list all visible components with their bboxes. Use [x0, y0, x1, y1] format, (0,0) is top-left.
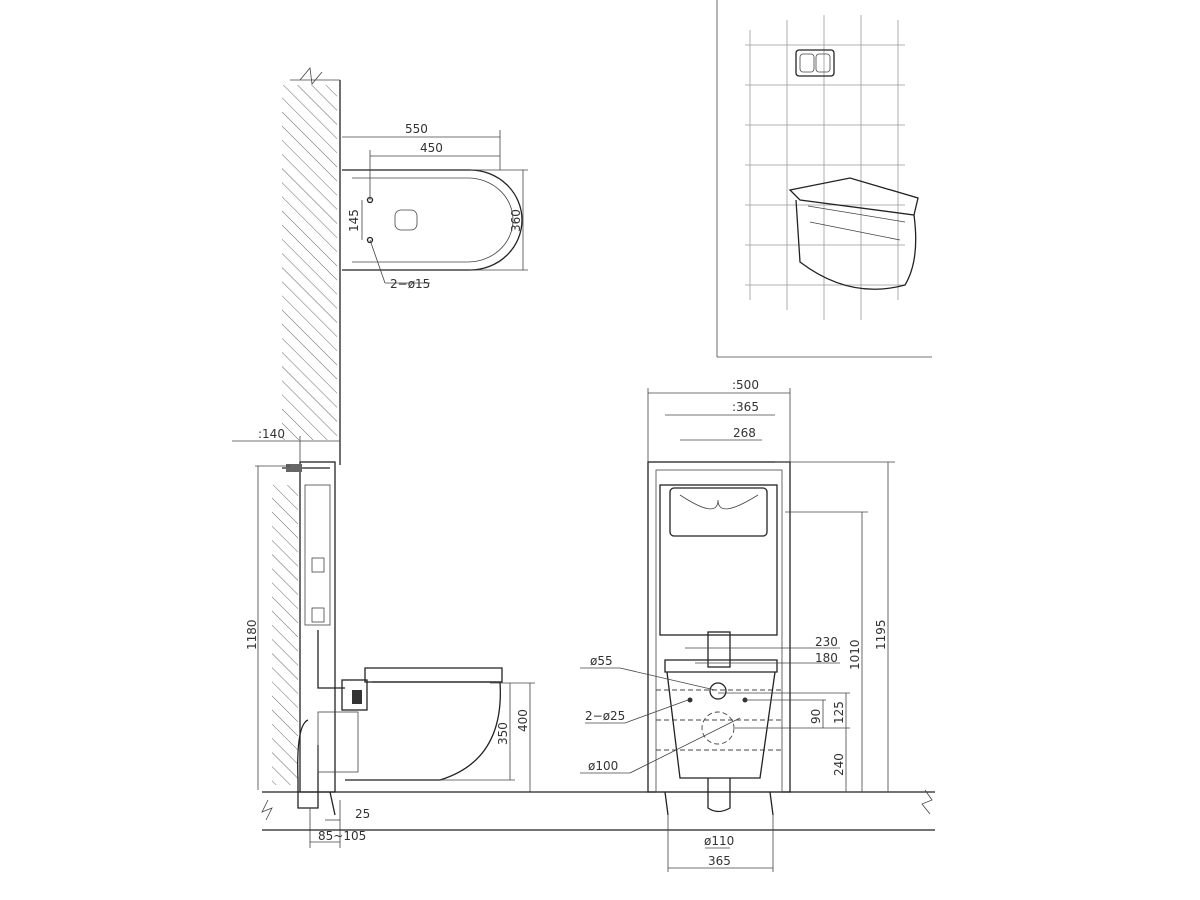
dim-25: 25 — [355, 807, 370, 821]
dim-inlet-55: ø55 — [590, 654, 613, 668]
dim-bolt-holes-25: 2−ø25 — [585, 709, 625, 723]
dim-85-105: 85~105 — [318, 829, 366, 843]
product-illustration — [716, 0, 932, 358]
side-view: :140 1180 400 350 25 85~105 — [232, 427, 535, 848]
dim-450: 450 — [420, 141, 443, 155]
dim-268: 268 — [733, 426, 756, 440]
floor — [261, 789, 935, 831]
top-view: 550 450 360 145 2−ø15 — [342, 122, 528, 291]
dim-1010: 1010 — [848, 639, 862, 670]
dim-180: 180 — [815, 651, 838, 665]
dim-400: 400 — [516, 709, 530, 732]
wall-section — [272, 67, 341, 785]
dim-outlet-100: ø100 — [588, 759, 618, 773]
dim-drain-110: ø110 — [704, 834, 734, 848]
dim-365-bottom: 365 — [708, 854, 731, 868]
dim-500: :500 — [732, 378, 759, 392]
dim-550: 550 — [405, 122, 428, 136]
dim-125: 125 — [832, 701, 846, 724]
dim-230: 230 — [815, 635, 838, 649]
dim-90: 90 — [809, 709, 823, 724]
dim-350: 350 — [496, 722, 510, 745]
front-view: :500 :365 268 1195 1010 230 180 ø55 2−ø2… — [580, 378, 895, 872]
dim-365-top: :365 — [732, 400, 759, 414]
flush-plate-icon — [795, 49, 835, 77]
dim-145: 145 — [347, 209, 361, 232]
dim-140: :140 — [258, 427, 285, 441]
dim-1195: 1195 — [874, 619, 888, 650]
dim-360: 360 — [509, 209, 523, 232]
label-bolt-holes-15: 2−ø15 — [390, 277, 430, 291]
dim-240: 240 — [832, 753, 846, 776]
dim-1180: 1180 — [245, 619, 259, 650]
